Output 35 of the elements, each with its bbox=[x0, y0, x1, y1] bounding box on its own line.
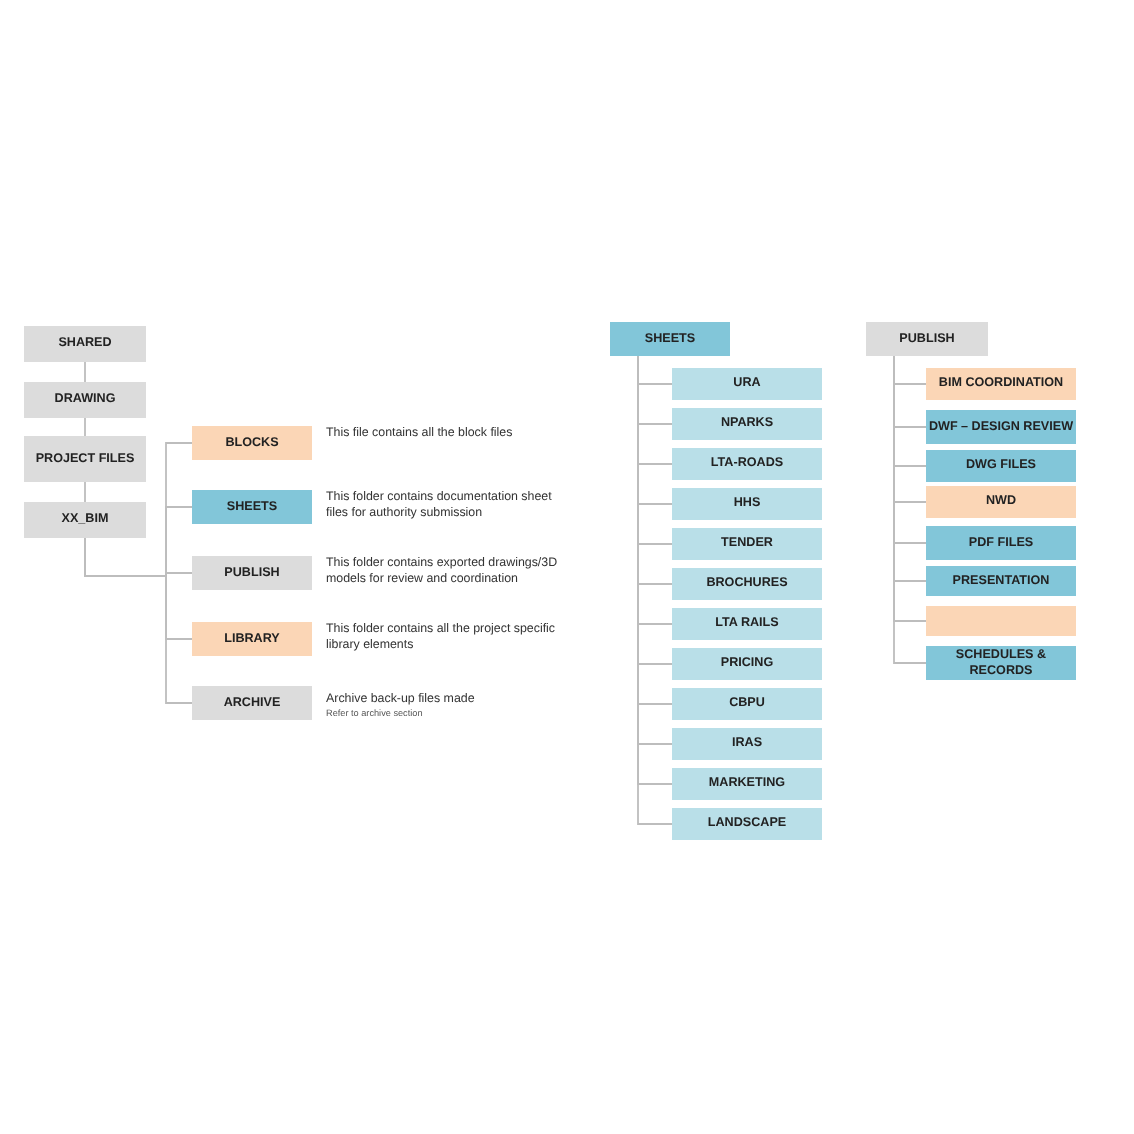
folder-box bbox=[866, 322, 988, 356]
folder-box bbox=[192, 426, 312, 460]
folder-box bbox=[672, 808, 822, 840]
folder-box bbox=[926, 566, 1076, 596]
folder-box bbox=[192, 622, 312, 656]
folder-box bbox=[926, 606, 1076, 636]
folder-box bbox=[24, 382, 146, 418]
folder-box bbox=[672, 728, 822, 760]
connector-line bbox=[84, 417, 86, 437]
folder-box bbox=[926, 526, 1076, 560]
connector-line bbox=[84, 537, 193, 704]
folder-box bbox=[926, 410, 1076, 444]
folder-box bbox=[926, 486, 1076, 518]
folder-box bbox=[192, 556, 312, 590]
connector-line bbox=[84, 481, 86, 503]
folder-box bbox=[192, 686, 312, 720]
folder-box bbox=[672, 448, 822, 480]
folder-box bbox=[672, 768, 822, 800]
folder-box bbox=[926, 368, 1076, 400]
folder-box bbox=[24, 326, 146, 362]
folder-box bbox=[192, 490, 312, 524]
folder-box bbox=[672, 408, 822, 440]
folder-box bbox=[672, 608, 822, 640]
folder-box bbox=[672, 568, 822, 600]
folder-box bbox=[672, 528, 822, 560]
folder-box bbox=[926, 450, 1076, 482]
folder-box bbox=[926, 646, 1076, 680]
folder-box bbox=[610, 322, 730, 356]
connector-line bbox=[84, 361, 86, 383]
folder-box bbox=[672, 368, 822, 400]
folder-box bbox=[24, 436, 146, 482]
folder-box bbox=[24, 502, 146, 538]
folder-box bbox=[672, 648, 822, 680]
folder-box bbox=[672, 688, 822, 720]
folder-box bbox=[672, 488, 822, 520]
